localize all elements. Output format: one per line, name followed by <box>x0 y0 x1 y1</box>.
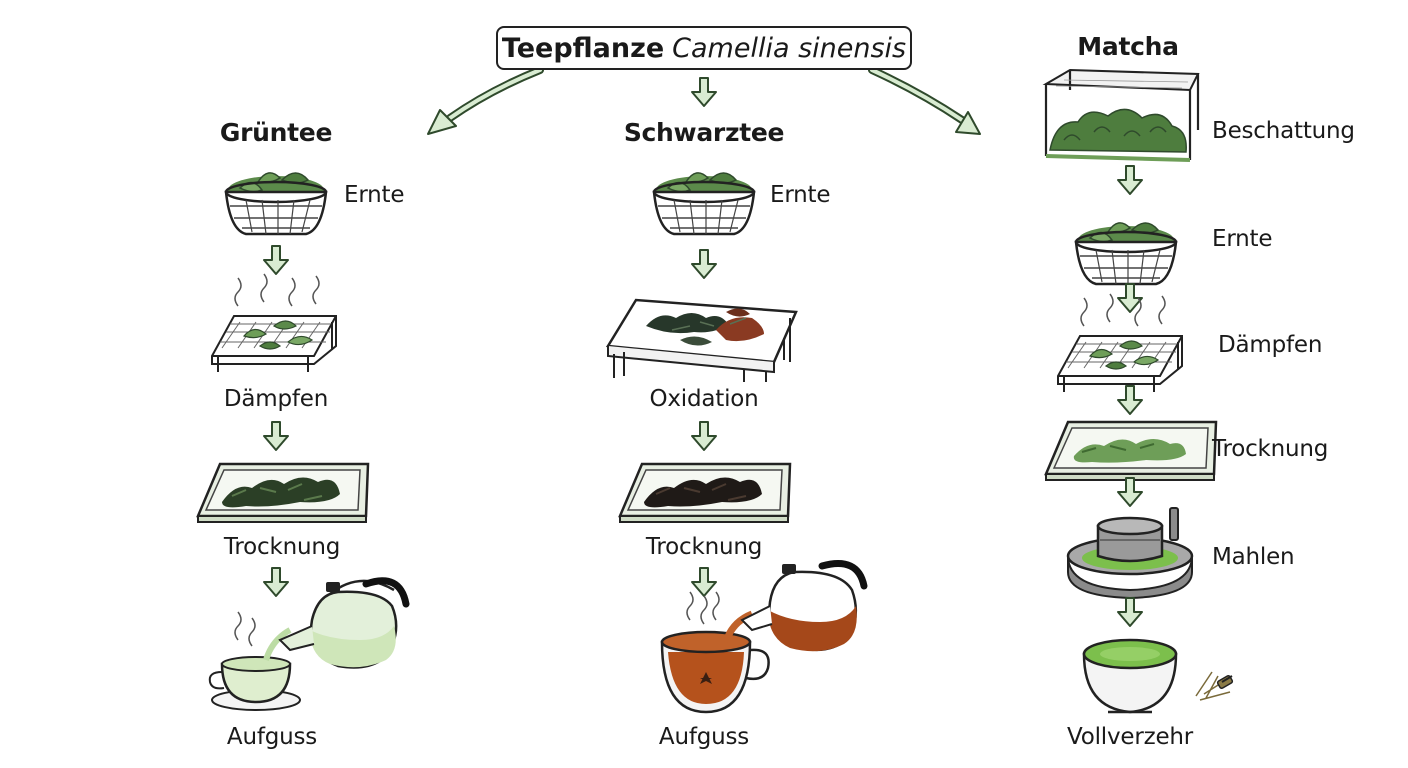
step-label: Oxidation <box>649 386 759 412</box>
black-tea-pour-icon <box>660 560 868 714</box>
drying-tray-icon <box>618 462 792 524</box>
drying-tray-icon <box>1044 420 1218 482</box>
basket-icon <box>1074 221 1178 286</box>
step-label: Ernte <box>770 182 831 208</box>
step-label: Ernte <box>344 182 405 208</box>
step-label: Trocknung <box>1212 436 1329 462</box>
step-label: Mahlen <box>1212 544 1295 570</box>
steaming-rack-icon <box>1057 293 1183 393</box>
step-label: Dämpfen <box>223 386 329 412</box>
column-title-matcha: Matcha <box>1077 32 1179 61</box>
root-name: Teepflanze <box>501 32 665 64</box>
stone-mill-icon <box>1066 507 1194 600</box>
root-species: Camellia sinensis <box>672 32 907 64</box>
green-tea-pour-icon <box>208 577 410 711</box>
steaming-rack-icon <box>211 273 337 373</box>
step-label: Aufguss <box>658 724 750 750</box>
root-branch-arrows <box>427 66 981 135</box>
oxidation-table-icon <box>605 298 798 382</box>
drying-tray-icon <box>196 462 370 524</box>
step-label: Ernte <box>1212 226 1273 252</box>
step-label: Trocknung <box>223 534 341 560</box>
step-label: Beschattung <box>1212 118 1355 144</box>
matcha-column-graphics <box>1042 68 1234 714</box>
step-label: Aufguss <box>226 724 318 750</box>
matcha-bowl-icon <box>1082 638 1234 714</box>
step-label: Trocknung <box>645 534 763 560</box>
green-tea-column-graphics <box>196 171 410 711</box>
column-title-gruentee: Grüntee <box>219 118 333 147</box>
step-label: Dämpfen <box>1218 332 1323 358</box>
basket-icon <box>224 171 328 236</box>
root-node: Teepflanze Camellia sinensis <box>496 26 912 70</box>
black-tea-column-graphics <box>605 171 868 714</box>
step-label: Vollverzehr <box>1066 724 1194 750</box>
shade-net-icon <box>1042 68 1200 162</box>
basket-icon <box>652 171 756 236</box>
column-title-schwarztee: Schwarztee <box>623 118 785 147</box>
